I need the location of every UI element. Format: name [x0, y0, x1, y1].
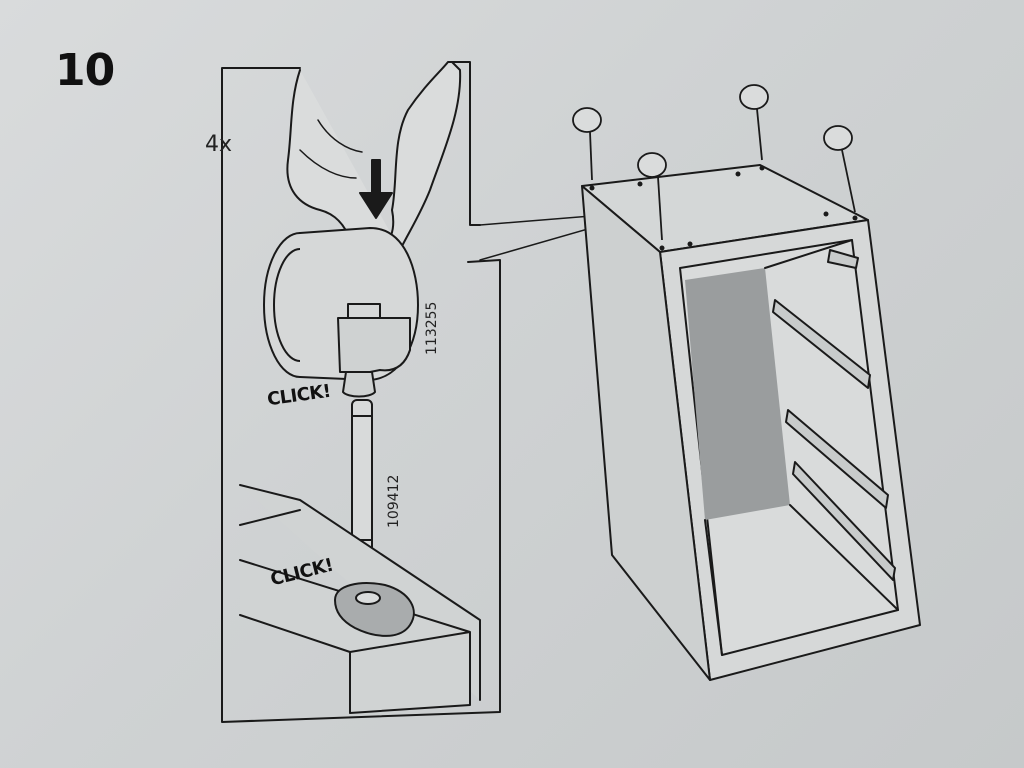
drawer-rail [785, 409, 889, 509]
caster-socket [342, 371, 376, 398]
caster-top-2 [739, 84, 769, 161]
caster-housing [337, 317, 411, 373]
base-hole [334, 582, 415, 637]
drawer-rail [772, 299, 871, 389]
part-number-caster: 113255 [424, 301, 440, 355]
hand [286, 61, 462, 299]
caster-pin [351, 399, 373, 553]
cabinet-side [581, 185, 711, 681]
part-number-pin: 109412 [386, 474, 402, 528]
quantity-label: 4x [205, 132, 233, 157]
detail-frame [221, 61, 501, 723]
drawer-rail [792, 461, 896, 581]
caster-top-4 [637, 152, 667, 241]
caster-top-1 [572, 107, 602, 181]
caster-top-3 [823, 125, 856, 213]
down-arrow [359, 159, 393, 219]
step-number: 10 [55, 45, 115, 96]
back-panel [685, 268, 790, 520]
drawer-rail [827, 249, 859, 269]
